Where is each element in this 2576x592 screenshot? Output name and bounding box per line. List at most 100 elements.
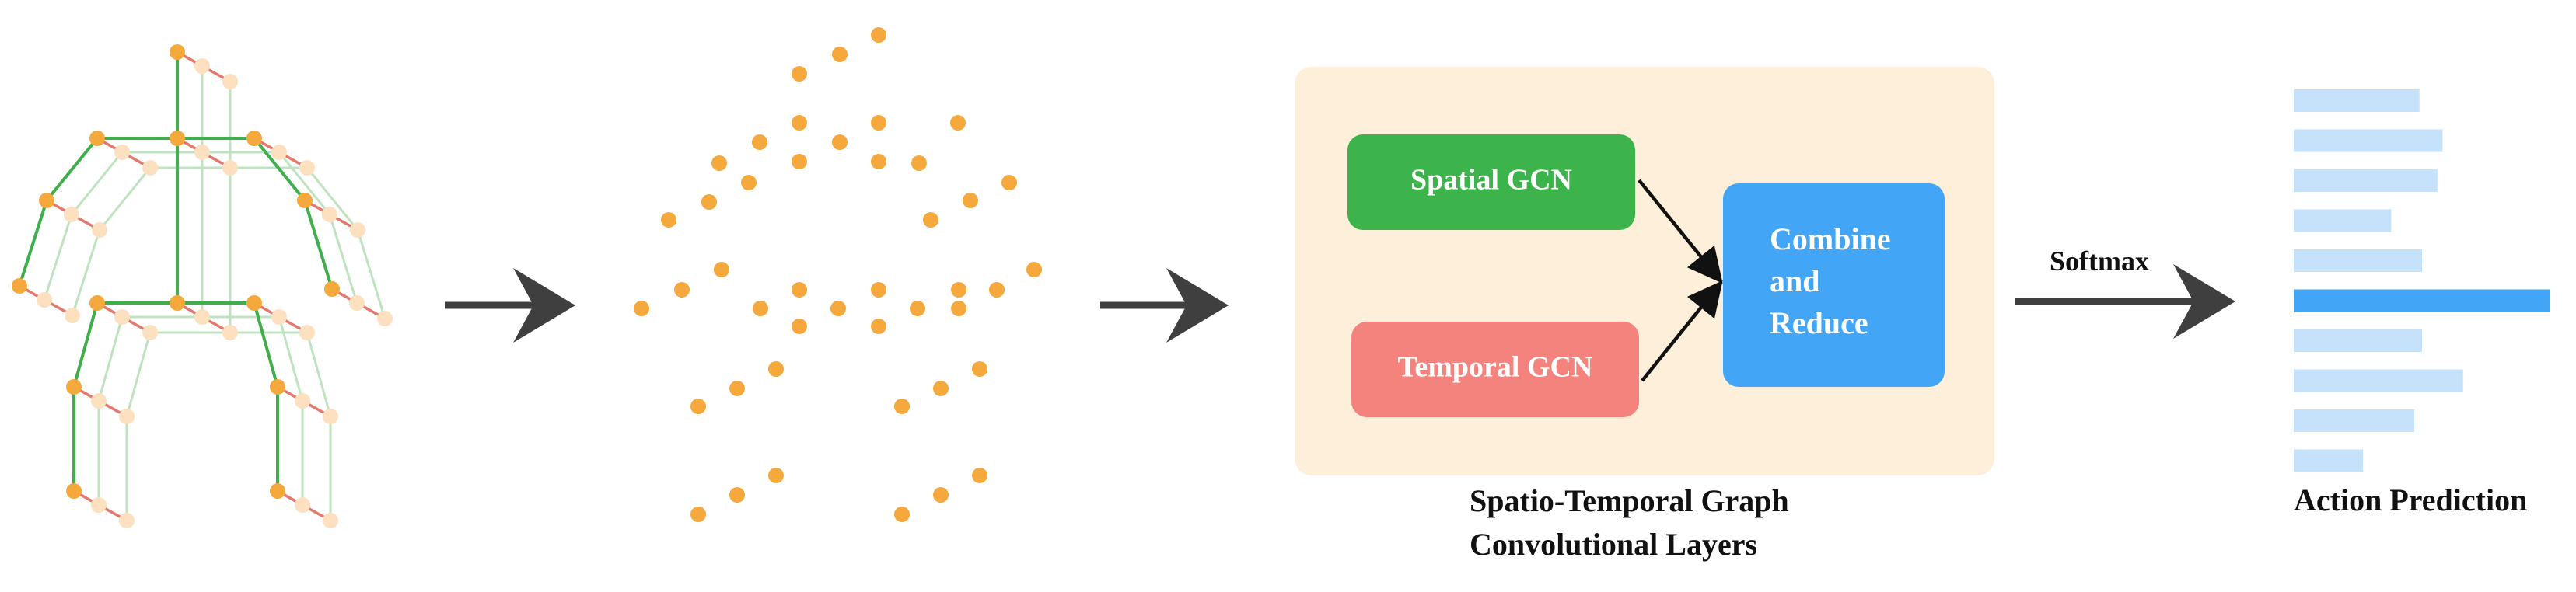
joint-rkn bbox=[270, 379, 285, 395]
joint-lhip bbox=[89, 295, 105, 311]
faded-joint-f2-hipm bbox=[222, 325, 238, 340]
faded-joint-f2-rwr bbox=[377, 311, 393, 326]
scatter-joint-42 bbox=[933, 487, 949, 503]
scatter-joint-22 bbox=[871, 282, 886, 298]
softmax-arrow bbox=[2015, 264, 2235, 339]
scatter-joint-11 bbox=[871, 154, 886, 169]
faded-joint-f1-lwr bbox=[37, 292, 52, 308]
joint-lank bbox=[66, 483, 82, 499]
spatial-bone-4 bbox=[18, 200, 48, 287]
faded-joint-f2-lhip bbox=[142, 325, 158, 340]
faded-joint-f2-rsh bbox=[299, 160, 315, 176]
scatter-joint-21 bbox=[792, 282, 807, 298]
faded-joint-f1-neck bbox=[194, 145, 210, 160]
softmax-label: Softmax bbox=[2050, 246, 2149, 277]
faded-bone-f2-4 bbox=[71, 229, 101, 316]
scatter-joint-30 bbox=[792, 319, 807, 334]
joint-hipm bbox=[170, 295, 185, 311]
faded-bone-f2-5 bbox=[306, 167, 359, 231]
spatial-gcn-box bbox=[1347, 134, 1635, 230]
scatter-joint-23 bbox=[951, 282, 966, 298]
joint-rel bbox=[297, 193, 313, 208]
stgcn-caption-line-2: Convolutional Layers bbox=[1470, 527, 1757, 562]
spatial-to-combine-arrow bbox=[1638, 179, 1723, 284]
prediction-bar-7 bbox=[2294, 369, 2463, 392]
combine-reduce-box bbox=[1723, 183, 1945, 387]
faded-bone-f1-10 bbox=[97, 316, 124, 402]
faded-joint-f1-lsh bbox=[114, 145, 130, 160]
scatter-joint-14 bbox=[741, 175, 757, 190]
faded-joint-f2-lank bbox=[119, 513, 135, 528]
joint-rank bbox=[270, 483, 285, 499]
scatter-joint-32 bbox=[690, 399, 706, 414]
scatter-joint-13 bbox=[701, 194, 717, 210]
scatter-joint-7 bbox=[871, 115, 886, 131]
joint-lsh bbox=[89, 131, 105, 146]
joint-lwr bbox=[12, 278, 27, 294]
combine-line-3: Reduce bbox=[1770, 305, 1868, 340]
faded-joint-f2-rhip bbox=[299, 325, 315, 340]
scatter-joint-31 bbox=[871, 319, 886, 334]
faded-joint-f2-lsh bbox=[142, 160, 158, 176]
scatter-joint-15 bbox=[923, 212, 938, 228]
scatter-joint-3 bbox=[711, 155, 727, 171]
faded-bone-f1-4 bbox=[43, 214, 73, 301]
scatter-joint-39 bbox=[729, 487, 745, 503]
scatter-joint-34 bbox=[768, 361, 784, 377]
faded-joint-f1-rwr bbox=[349, 295, 365, 311]
combine-line-1: Combine bbox=[1770, 221, 1891, 256]
action-prediction-caption: Action Prediction bbox=[2294, 482, 2527, 517]
scatter-joint-20 bbox=[714, 262, 729, 277]
faded-joint-f1-lhip bbox=[114, 309, 130, 325]
faded-bone-f1-5 bbox=[278, 151, 331, 215]
prediction-bar-1 bbox=[2294, 129, 2443, 152]
scatter-joint-17 bbox=[1001, 175, 1017, 190]
faded-joint-f1-rank bbox=[295, 497, 310, 513]
scatter-joint-27 bbox=[830, 301, 846, 316]
scatter-joint-9 bbox=[950, 115, 966, 131]
faded-bone-f2-12 bbox=[306, 332, 332, 417]
scatter-joint-36 bbox=[933, 381, 949, 396]
joint-rhip bbox=[246, 295, 262, 311]
prediction-bar-6 bbox=[2294, 329, 2422, 352]
joint-neck bbox=[170, 131, 185, 146]
faded-joint-f1-rsh bbox=[271, 145, 287, 160]
scatter-joint-10 bbox=[792, 154, 807, 169]
scatter-joint-25 bbox=[1026, 262, 1042, 277]
faded-joint-f2-lkn bbox=[119, 409, 135, 424]
faded-bone-f2-10 bbox=[125, 332, 152, 417]
scatter-joint-12 bbox=[661, 212, 676, 228]
faded-bone-f1-3 bbox=[70, 151, 124, 215]
scatter-joint-1 bbox=[832, 47, 848, 62]
faded-joint-f1-head bbox=[194, 58, 210, 74]
temporal-gcn-label: Temporal GCN bbox=[1398, 351, 1593, 384]
scatter-joint-0 bbox=[871, 27, 886, 43]
faded-joint-f2-rank bbox=[323, 513, 338, 528]
scatter-joint-18 bbox=[634, 301, 649, 316]
prediction-bar-8 bbox=[2294, 409, 2415, 432]
faded-joint-f2-head bbox=[222, 74, 238, 89]
action-prediction-bars bbox=[2294, 89, 2550, 472]
pipeline-arrow-2 bbox=[1100, 268, 1229, 343]
spatial-bone-3 bbox=[45, 137, 99, 202]
scatter-joint-28 bbox=[910, 301, 925, 316]
temporal-to-combine-arrow bbox=[1641, 280, 1723, 382]
faded-joint-f1-rhip bbox=[271, 309, 287, 325]
spatial-bone-5 bbox=[253, 137, 306, 202]
prediction-bar-0 bbox=[2294, 89, 2420, 112]
pipeline-arrow-1 bbox=[445, 268, 575, 343]
combine-line-2: and bbox=[1770, 263, 1820, 298]
prediction-bar-4 bbox=[2294, 249, 2422, 272]
prediction-bar-3 bbox=[2294, 209, 2392, 232]
joint-point-cloud bbox=[634, 27, 1042, 522]
scatter-joint-35 bbox=[894, 399, 910, 414]
joint-rwr bbox=[324, 281, 340, 297]
faded-joint-f1-rel bbox=[322, 207, 337, 222]
scatter-joint-33 bbox=[729, 381, 745, 396]
temporal-gcn-box bbox=[1351, 322, 1639, 417]
scatter-joint-16 bbox=[963, 193, 978, 208]
stgcn-layers-panel: Spatial GCN Temporal GCN Combine and Red… bbox=[1295, 67, 1994, 475]
scatter-joint-43 bbox=[972, 468, 987, 483]
faded-joint-f2-rkn bbox=[323, 409, 338, 424]
